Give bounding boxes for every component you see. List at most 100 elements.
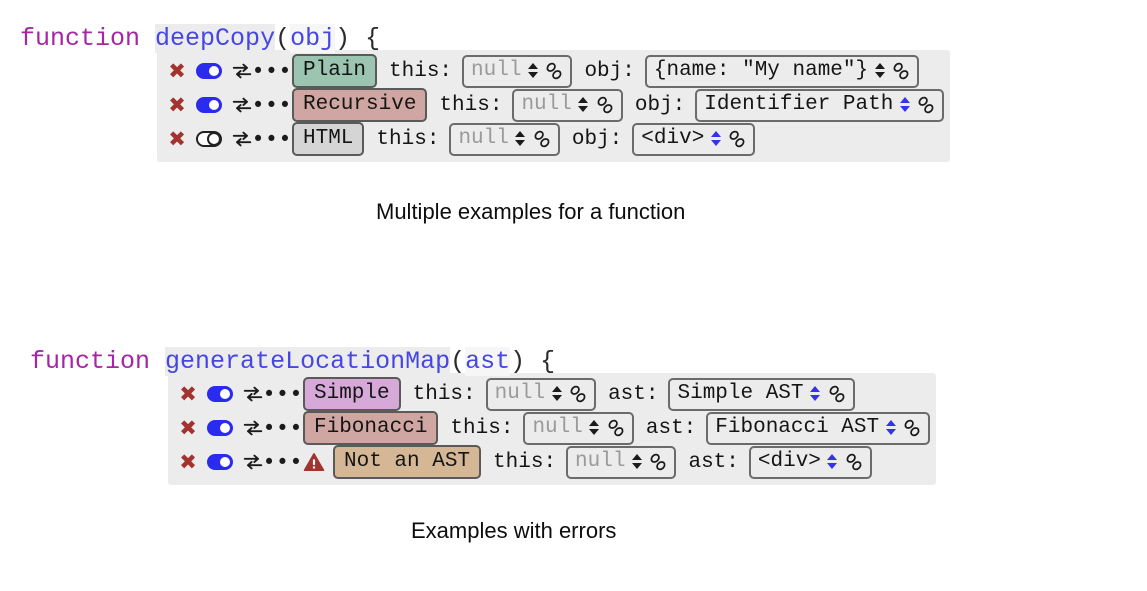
argument-label: this: [389,59,453,83]
ellipsis-icon[interactable]: ••• [251,93,293,117]
example-row: ✖ •••Simple this: null ast: Simple AST [168,377,936,411]
example-name-chip[interactable]: Not an AST [333,445,482,479]
argument-value-field[interactable]: {name: "My name"} [644,54,920,88]
argument-label: obj: [634,93,686,117]
value-stepper-icon[interactable] [810,383,821,405]
argument-value-text: null [532,415,583,439]
ellipsis-icon[interactable]: ••• [251,59,293,83]
caption-examples-with-errors: Examples with errors [411,518,617,543]
link-icon[interactable] [532,129,552,149]
function-signature: function deepCopy(obj) { [20,22,950,56]
signature-space [140,24,155,53]
enable-toggle[interactable] [207,420,233,436]
argument-value-field[interactable]: Fibonacci AST [706,411,931,445]
swap-arrows-icon[interactable] [242,417,264,439]
ellipsis-icon[interactable]: ••• [262,450,304,474]
argument-value-field[interactable]: null [449,122,560,156]
link-icon[interactable] [648,452,668,472]
ellipsis-icon[interactable]: ••• [262,416,304,440]
value-stepper-icon[interactable] [710,128,721,150]
argument-label: obj: [584,59,635,83]
argument-value-field[interactable]: <div> [748,445,872,479]
argument-label: this: [450,416,514,440]
close-x-icon[interactable]: ✖ [168,59,186,83]
close-x-icon[interactable]: ✖ [168,127,186,151]
close-x-icon[interactable]: ✖ [179,450,197,474]
link-icon[interactable] [916,95,936,115]
argument-value-field[interactable]: null [485,377,597,411]
argument-label: obj: [571,127,623,151]
function-parameter[interactable]: ast [465,347,511,376]
close-paren: ) [510,347,526,376]
close-x-icon[interactable]: ✖ [168,93,186,117]
value-stepper-icon[interactable] [827,451,838,473]
argument-value-field[interactable]: null [512,88,623,122]
link-icon[interactable] [727,129,747,149]
enable-toggle[interactable] [196,63,222,79]
signature-space [150,347,165,376]
example-name-chip[interactable]: Recursive [292,88,428,122]
link-icon[interactable] [844,452,864,472]
value-stepper-icon[interactable] [515,128,526,150]
link-icon[interactable] [606,418,626,438]
open-paren: ( [450,347,466,376]
argument-value-field[interactable]: <div> [632,122,756,156]
value-stepper-icon[interactable] [578,94,589,116]
argument-value-text: null [521,92,572,116]
ellipsis-icon[interactable]: ••• [262,382,304,406]
argument-value-text: Simple AST [677,381,804,405]
close-x-icon[interactable]: ✖ [179,382,197,406]
example-name-chip[interactable]: Fibonacci [303,411,439,445]
value-stepper-icon[interactable] [899,94,910,116]
link-icon[interactable] [544,61,564,81]
link-icon[interactable] [568,384,588,404]
example-row: ✖ •••Plain this: null obj: {name: "My name"} [157,54,950,88]
swap-arrows-icon[interactable] [231,128,253,150]
example-name-chip[interactable]: Simple [303,377,401,411]
warning-triangle-icon[interactable] [303,451,325,473]
value-stepper-icon[interactable] [874,60,885,82]
function-parameter[interactable]: obj [290,24,336,53]
link-icon[interactable] [902,418,922,438]
argument-value-text: Identifier Path [704,92,894,116]
example-name-chip[interactable]: HTML [292,122,365,156]
close-paren: ) [335,24,351,53]
argument-value-field[interactable]: null [523,411,634,445]
value-stepper-icon[interactable] [527,60,538,82]
enable-toggle[interactable] [207,386,233,402]
enable-toggle[interactable] [196,131,222,147]
value-stepper-icon[interactable] [551,383,562,405]
argument-label: ast: [608,382,659,406]
function-name[interactable]: generateLocationMap [165,347,451,376]
argument-value-text: {name: "My name"} [653,58,869,82]
swap-arrows-icon[interactable] [231,94,253,116]
argument-value-field[interactable]: null [566,445,677,479]
link-icon[interactable] [827,384,847,404]
argument-label: this: [412,382,476,406]
argument-value-text: null [458,126,509,150]
value-stepper-icon[interactable] [885,417,896,439]
link-icon[interactable] [595,95,615,115]
ellipsis-icon[interactable]: ••• [251,127,293,151]
enable-toggle[interactable] [196,97,222,113]
value-stepper-icon[interactable] [589,417,600,439]
argument-value-field[interactable]: null [462,54,573,88]
argument-value-field[interactable]: Simple AST [668,377,855,411]
swap-arrows-icon[interactable] [242,383,264,405]
swap-arrows-icon[interactable] [231,60,253,82]
swap-arrows-icon[interactable] [242,451,264,473]
enable-toggle[interactable] [207,454,233,470]
value-stepper-icon[interactable] [631,451,642,473]
close-x-icon[interactable]: ✖ [179,416,197,440]
example-name-chip[interactable]: Plain [292,54,378,88]
function-name[interactable]: deepCopy [155,24,276,53]
argument-value-field[interactable]: Identifier Path [695,88,945,122]
link-icon[interactable] [891,61,911,81]
caption-multiple-examples: Multiple examples for a function [376,199,686,224]
argument-value-text: <div> [757,449,821,473]
